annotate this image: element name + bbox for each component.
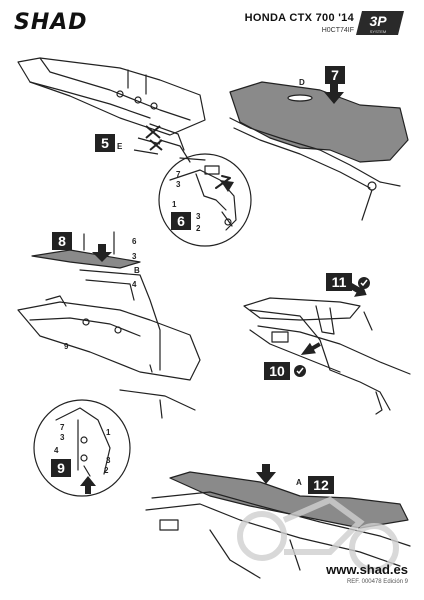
- part-2-callout-b: 2: [104, 466, 109, 475]
- step7-seat-drawing: [229, 81, 409, 221]
- part-3-callout-d: 3: [60, 433, 65, 442]
- part-3-callout-e: 3: [106, 456, 111, 465]
- watermark: [237, 496, 399, 573]
- model-code: H0CT74IF: [321, 27, 354, 34]
- part-3-callout: 3: [176, 180, 181, 189]
- part-3-callout-b: 3: [196, 212, 201, 221]
- step-10-badge: 10: [264, 362, 290, 380]
- badge-text: 3P: [369, 13, 387, 29]
- part-7-callout: 7: [176, 170, 181, 179]
- part-9-callout: 9: [64, 342, 69, 351]
- part-4-callout-b: 4: [54, 446, 59, 455]
- check-icons: [294, 277, 370, 377]
- reference-code: REF. 000478 Edición 9: [346, 579, 408, 585]
- part-1-callout-b: 1: [106, 428, 111, 437]
- step10-11-drawing: [243, 297, 411, 415]
- label-D: D: [299, 78, 305, 87]
- badge-subtext: SYSTEM: [370, 29, 386, 34]
- step-11-badge: 11: [326, 273, 352, 291]
- model-title: HONDA CTX 700 '14: [244, 12, 354, 24]
- step-8-badge: 8: [52, 232, 72, 250]
- part-1-callout: 1: [172, 200, 177, 209]
- step-7-badge: 7: [325, 66, 345, 84]
- label-A: A: [296, 478, 302, 487]
- step-5-badge: 5: [95, 134, 115, 152]
- 3p-system-badge: 3P SYSTEM: [356, 11, 404, 35]
- part-3-callout-c: 3: [132, 252, 137, 261]
- step5-screws: [133, 125, 163, 155]
- label-E: E: [117, 142, 123, 151]
- step8-rack-drawing: [17, 231, 201, 419]
- step-9-badge: 9: [51, 459, 71, 477]
- step5-frame-drawing: [17, 57, 206, 163]
- step-12-badge: 12: [308, 476, 334, 494]
- brand-logo: SHAD: [14, 10, 88, 35]
- step-6-badge: 6: [171, 212, 191, 230]
- part-2-callout: 2: [196, 224, 201, 233]
- part-4-callout: 4: [132, 280, 137, 289]
- step9-zoom-circle: [33, 399, 131, 497]
- website-link[interactable]: www.shad.es: [326, 562, 408, 577]
- label-B: B: [134, 266, 140, 275]
- part-7-callout-b: 7: [60, 423, 65, 432]
- part-6-callout: 6: [132, 237, 137, 246]
